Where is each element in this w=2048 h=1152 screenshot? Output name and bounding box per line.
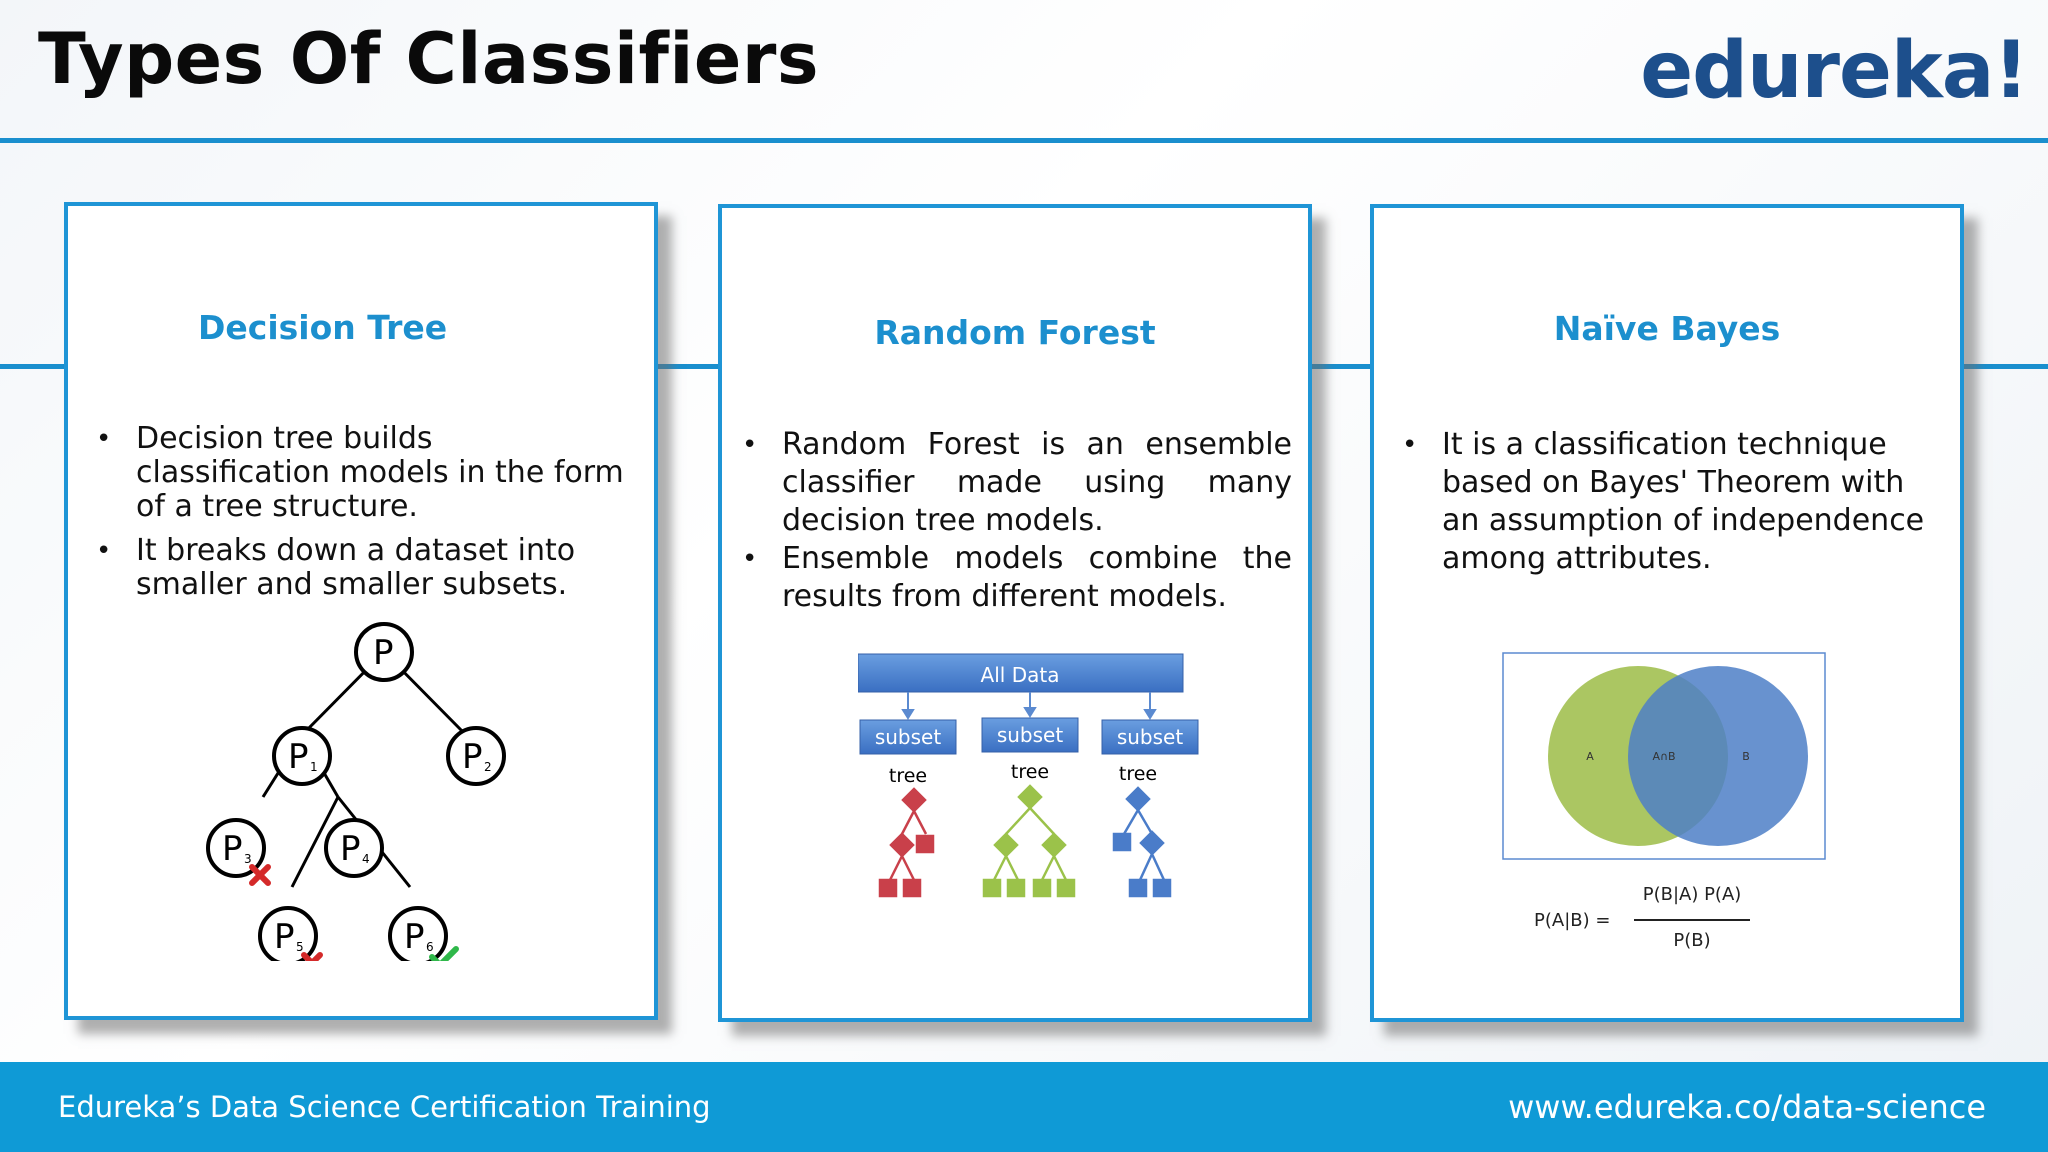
all-data-label: All Data bbox=[981, 663, 1060, 687]
naive-bayes-bullets: It is a classification technique based o… bbox=[1402, 426, 1947, 578]
venn-label-a: A bbox=[1586, 750, 1594, 763]
header-divider bbox=[0, 138, 2048, 143]
red-tree bbox=[878, 787, 935, 898]
formula-denominator: P(B) bbox=[1673, 930, 1710, 951]
formula-lhs: P(A|B) = bbox=[1534, 910, 1610, 931]
tree-label: tree bbox=[1011, 761, 1049, 783]
check-icon bbox=[429, 946, 459, 961]
venn-diagram: A A∩B B bbox=[1502, 652, 1826, 860]
decision-tree-bullets: Decision tree builds classification mode… bbox=[96, 422, 636, 612]
bullet-item: Random Forest is an ensemble classifier … bbox=[742, 426, 1292, 540]
cross-icon bbox=[301, 952, 323, 961]
edureka-logo: edureka! bbox=[1640, 26, 2029, 116]
venn-label-intersection: A∩B bbox=[1652, 750, 1675, 763]
node-sub: 1 bbox=[310, 760, 318, 774]
decision-tree-diagram: P P P P P P P 1 2 3 4 5 6 bbox=[206, 622, 506, 961]
random-forest-heading: Random Forest bbox=[874, 313, 1156, 352]
cross-icon bbox=[249, 864, 271, 886]
node-sub: 4 bbox=[362, 852, 370, 866]
green-tree bbox=[982, 784, 1076, 898]
footer-course-name: Edureka’s Data Science Certification Tra… bbox=[58, 1090, 711, 1124]
node-p5: P bbox=[274, 917, 295, 957]
formula-numerator: P(B|A) P(A) bbox=[1643, 884, 1742, 905]
tree-label: tree bbox=[889, 765, 927, 787]
venn-label-b: B bbox=[1742, 750, 1750, 763]
footer-bar: Edureka’s Data Science Certification Tra… bbox=[0, 1062, 2048, 1152]
subset-label: subset bbox=[875, 725, 942, 749]
node-sub: 3 bbox=[244, 852, 252, 866]
node-sub: 5 bbox=[296, 940, 304, 954]
tree-label: tree bbox=[1119, 763, 1157, 785]
page-title: Types Of Classifiers bbox=[38, 18, 820, 100]
node-p4: P bbox=[340, 829, 361, 869]
bullet-item: It breaks down a dataset into smaller an… bbox=[96, 534, 636, 602]
blue-tree bbox=[1112, 786, 1172, 898]
bullet-item: Decision tree builds classification mode… bbox=[96, 422, 636, 524]
node-sub: 2 bbox=[484, 760, 492, 774]
random-forest-bullets: Random Forest is an ensemble classifier … bbox=[742, 426, 1292, 616]
node-sub: 6 bbox=[426, 940, 434, 954]
random-forest-card: Random Forest Random Forest is an ensemb… bbox=[718, 204, 1312, 1022]
bullet-item: Ensemble models combine the results from… bbox=[742, 540, 1292, 616]
node-p1: P bbox=[288, 737, 309, 777]
random-forest-diagram: All Data subset subset subset tree tree … bbox=[858, 653, 1199, 898]
subset-label: subset bbox=[1117, 725, 1184, 749]
node-p2: P bbox=[462, 737, 483, 777]
footer-url[interactable]: www.edureka.co/data-science bbox=[1508, 1088, 1986, 1126]
node-p6: P bbox=[404, 917, 425, 957]
decision-tree-heading: Decision Tree bbox=[198, 308, 448, 347]
node-root: P bbox=[373, 633, 394, 673]
naive-bayes-card: Naïve Bayes It is a classification techn… bbox=[1370, 204, 1964, 1022]
bayes-formula: P(A|B) = P(B|A) P(A) P(B) bbox=[1534, 884, 1750, 951]
naive-bayes-heading: Naïve Bayes bbox=[1553, 309, 1781, 348]
node-p3: P bbox=[222, 829, 243, 869]
subset-label: subset bbox=[997, 723, 1064, 747]
bullet-item: It is a classification technique based o… bbox=[1402, 426, 1947, 578]
decision-tree-card: Decision Tree Decision tree builds class… bbox=[64, 202, 658, 1020]
